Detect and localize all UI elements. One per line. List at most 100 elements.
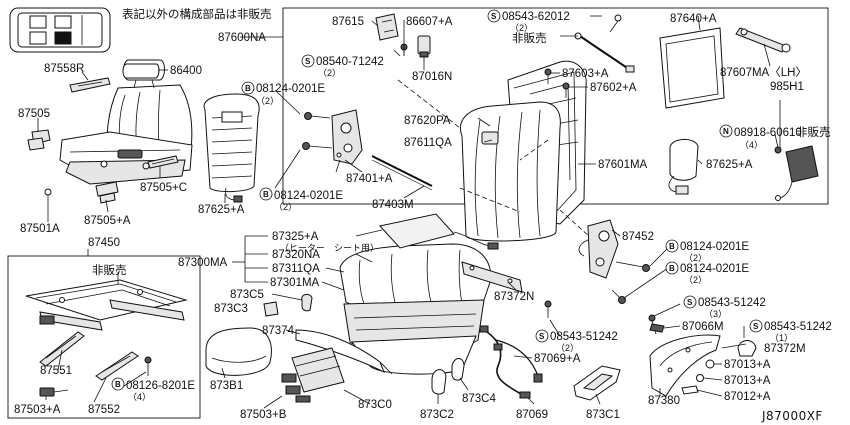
knob-87505c [147,155,179,169]
sensor-985h1 [774,145,819,201]
svg-text:87505+C: 87505+C [140,182,187,194]
heater-pad-87625a-right [668,139,699,195]
cover-87551 [39,331,85,367]
latch-87016n [417,35,431,58]
svg-text:86607+A: 86607+A [406,16,453,28]
knob-873c2 [431,369,447,395]
screw-87602a [562,82,570,98]
svg-text:873C0: 873C0 [358,399,392,411]
svg-text:873C1: 873C1 [586,409,620,421]
svg-text:87625+A: 87625+A [198,204,245,216]
svg-text:（3）: （3） [704,309,727,319]
svg-text:873B1: 873B1 [210,380,243,392]
svg-text:87625+A: 87625+A [706,159,753,171]
headrest-guide-87607ma [735,27,791,53]
svg-text:87503+A: 87503+A [14,404,61,416]
seatback-pad-87611qa [460,101,561,242]
svg-text:87615: 87615 [332,16,364,28]
bracket-87372n [461,261,523,293]
svg-text:（2）: （2） [556,343,579,353]
svg-text:B: B [669,264,675,273]
cover-87552 [95,351,139,381]
clip-87066m [649,323,665,333]
cover-873c1 [573,365,621,401]
bolt-lower [302,142,333,150]
svg-text:87300MA: 87300MA [178,257,228,269]
vehicle-location-icon [9,7,111,53]
cable-assembly [574,14,635,73]
svg-text:87325+A: 87325+A [272,231,319,243]
svg-text:08543-51242: 08543-51242 [764,321,832,333]
svg-text:（2）: （2） [684,275,707,285]
svg-text:08543-51242: 08543-51242 [698,297,766,309]
note-not-sold: 表記以外の構成部品は非販売 [122,7,272,21]
svg-text:08543-51242: 08543-51242 [550,331,618,343]
side-cover-87380 [649,334,721,397]
svg-text:87016N: 87016N [412,71,452,83]
svg-text:87320NA: 87320NA [272,249,320,261]
recliner-bracket-87401a [331,109,363,173]
svg-text:87640+A: 87640+A [670,13,717,25]
hinge-cover-87558r [69,77,111,93]
svg-text:（2）: （2） [318,68,341,78]
svg-text:87611QA: 87611QA [404,137,452,149]
bolt-08126 [144,356,152,376]
svg-text:87601MA: 87601MA [598,159,648,171]
headrest-86400 [122,63,160,79]
svg-text:（2）: （2） [274,202,297,212]
svg-text:87380: 87380 [648,395,680,407]
svg-text:87301MA: 87301MA [270,277,320,289]
svg-text:08124-0201E: 08124-0201E [680,241,749,253]
svg-text:87012+A: 87012+A [724,391,771,403]
screw-87501a [44,188,52,212]
svg-text:S: S [539,332,545,341]
diagram-code: J87000XF [761,409,823,423]
svg-text:87505+A: 87505+A [84,215,131,227]
svg-text:87607MA〈LH〉: 87607MA〈LH〉 [720,66,807,79]
bolt-upper [304,112,331,120]
knob-87372m [737,340,757,357]
svg-text:（4）: （4） [128,392,151,402]
svg-text:08124-0201E: 08124-0201E [680,263,749,275]
switch-87503a [39,387,69,397]
svg-text:87600NA: 87600NA [218,32,266,44]
not-sold-label-1: 非販売 [512,32,547,45]
svg-text:87372N: 87372N [494,291,534,303]
svg-text:（2）: （2） [256,96,279,106]
svg-text:08918-60610: 08918-60610 [734,127,802,139]
svg-text:87603+A: 87603+A [562,68,609,80]
clip-87505a [95,181,119,204]
back-board-87640a [659,27,725,109]
svg-text:985H1: 985H1 [770,81,804,93]
svg-text:87372M: 87372M [764,343,806,355]
not-sold-label-2: 非販売 [796,126,831,139]
part-labels: 表記以外の構成部品は非販売 87558R 86400 87505 87505+C… [14,7,832,423]
bolt-right-1 [615,261,650,272]
svg-text:87013+A: 87013+A [724,359,771,371]
svg-text:S: S [305,57,311,66]
svg-text:87602+A: 87602+A [590,82,637,94]
knob-873c4 [451,358,465,381]
svg-text:87069+A: 87069+A [534,353,581,365]
control-unit-873c0 [281,347,345,403]
svg-text:（ヒーター シート用）: （ヒーター シート用） [280,243,379,253]
svg-text:08543-62012: 08543-62012 [502,11,570,23]
screw-87603a [544,68,552,84]
svg-text:87066M: 87066M [682,321,724,333]
pad-873b1 [205,327,272,376]
knob-87013a [705,359,715,369]
svg-text:87501A: 87501A [20,223,60,235]
svg-text:87401+A: 87401+A [346,173,393,185]
seat-track-assembly [25,279,188,331]
svg-text:08124-0201E: 08124-0201E [274,190,343,202]
svg-text:86400: 86400 [170,65,202,77]
seatback-heater-87625a [203,93,260,203]
svg-text:87450: 87450 [88,237,120,249]
svg-text:87311QA: 87311QA [272,263,320,275]
clip-873c5 [301,293,313,312]
svg-text:B: B [263,190,269,199]
svg-text:（4）: （4） [740,140,763,150]
svg-text:87069: 87069 [516,409,548,421]
svg-text:S: S [687,298,693,307]
